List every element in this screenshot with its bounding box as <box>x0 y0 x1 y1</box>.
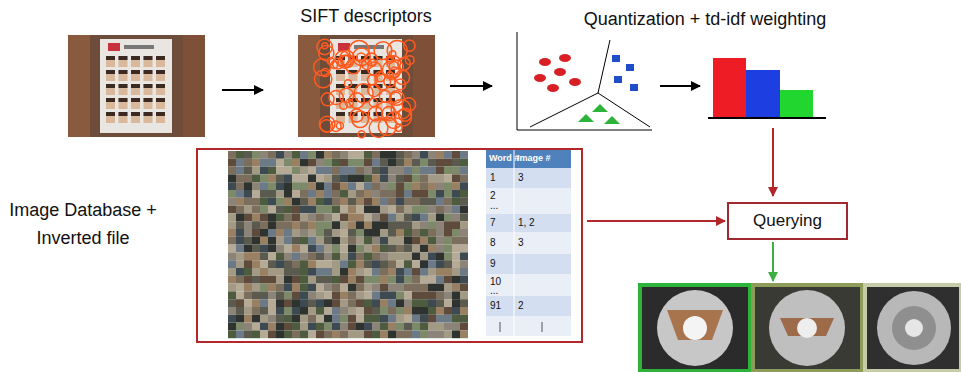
database-box: Image Database + Inverted file <box>196 148 583 343</box>
process-box: Querying <box>727 202 848 240</box>
box-label: Querying <box>753 211 822 231</box>
table-cell: 9 <box>490 258 496 270</box>
step-title: Quantization + td-idf weighting <box>584 9 827 29</box>
table-cell: ... <box>490 200 498 212</box>
table-header: Word # <box>489 153 519 164</box>
table-header: Image # <box>517 153 551 164</box>
table-cell: 1 <box>490 172 496 184</box>
table-cell: 1, 2 <box>518 217 535 229</box>
table-cell: 3 <box>518 237 524 249</box>
flow-arrow <box>587 220 725 222</box>
table-cell: 7 <box>490 217 496 229</box>
table-cell: 2 <box>518 300 524 312</box>
step-title: SIFT descriptors <box>300 6 432 26</box>
table-cell: 8 <box>490 237 496 249</box>
table-cell: 91 <box>490 300 501 312</box>
table-cell: ... <box>490 285 498 297</box>
table-cell: 3 <box>518 172 524 184</box>
side-heading: Image Database + Inverted file <box>8 196 158 252</box>
